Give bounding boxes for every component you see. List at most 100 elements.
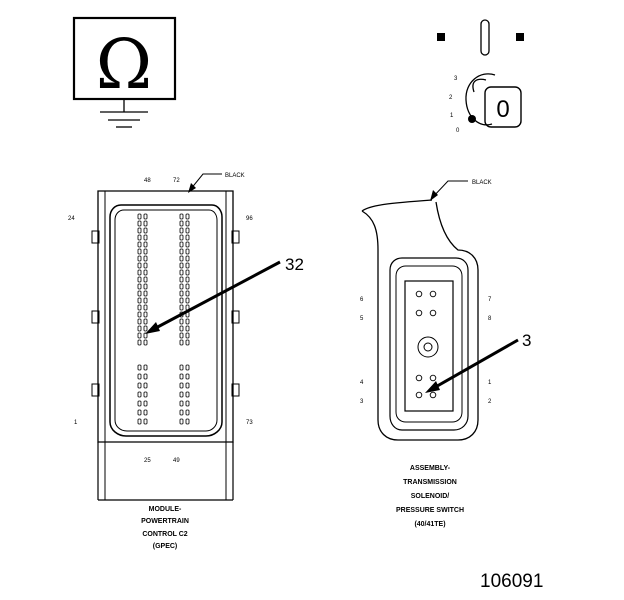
pin-cavity <box>179 213 184 220</box>
pin-cavity <box>185 234 190 241</box>
pcm-pin-96: 96 <box>246 216 253 222</box>
pin-cavity <box>143 418 148 425</box>
solenoid-caption-5: (40/41TE) <box>414 521 445 528</box>
pin-cavity <box>179 241 184 248</box>
pin-cavity <box>143 339 148 346</box>
pin-cavity <box>185 297 190 304</box>
solenoid-pin-5: 5 <box>360 316 364 322</box>
pin-cavity <box>429 391 437 399</box>
pin-cavity <box>179 227 184 234</box>
pin-cavity <box>179 220 184 227</box>
pcm-pin-49: 49 <box>173 458 180 464</box>
ignition-pos-0: 0 <box>456 128 460 134</box>
pin-cavity <box>179 283 184 290</box>
pin-cavity <box>143 276 148 283</box>
solenoid-pin-1: 1 <box>488 380 492 386</box>
pcm-pin-73: 73 <box>246 420 253 426</box>
pin-cavity <box>179 364 184 371</box>
solenoid-pin-2: 2 <box>488 399 492 405</box>
solenoid-pin-8: 8 <box>488 316 492 322</box>
solenoid-caption-3: SOLENOID/ <box>411 493 450 500</box>
solenoid-black-leader <box>430 180 468 201</box>
pin-cavity <box>179 248 184 255</box>
pin-cavity <box>179 269 184 276</box>
pin-cavity <box>143 325 148 332</box>
pcm-pin-48: 48 <box>144 178 151 184</box>
pin-cavity <box>185 339 190 346</box>
pin-cavity <box>429 309 437 317</box>
pin-cavity <box>179 318 184 325</box>
pin-cavity <box>185 290 190 297</box>
pin-cavity <box>143 391 148 398</box>
pin-cavity <box>143 234 148 241</box>
pin-cavity <box>143 255 148 262</box>
pin-cavity <box>137 318 142 325</box>
pin-cavity <box>429 290 437 298</box>
pin-cavity <box>137 304 142 311</box>
pin-cavity <box>179 409 184 416</box>
pin-cavity <box>179 373 184 380</box>
pin-cavity <box>179 382 184 389</box>
pin-cavity <box>143 382 148 389</box>
pin-cavity <box>185 283 190 290</box>
pin-cavity <box>137 325 142 332</box>
pin-cavity <box>179 391 184 398</box>
pin-cavity <box>179 297 184 304</box>
pin-cavity <box>137 213 142 220</box>
pin-cavity <box>415 290 423 298</box>
pin-cavity <box>143 409 148 416</box>
pin-cavity <box>185 332 190 339</box>
pin-cavity <box>137 418 142 425</box>
solenoid-connector <box>361 199 479 441</box>
solenoid-callout-label: 3 <box>522 331 531 350</box>
pin-cavity <box>143 318 148 325</box>
pin-cavity <box>179 332 184 339</box>
pin-cavity <box>185 373 190 380</box>
pin-cavity <box>185 325 190 332</box>
pin-cavity <box>179 325 184 332</box>
pin-cavity <box>185 318 190 325</box>
solenoid-caption-1: ASSEMBLY- <box>410 465 451 472</box>
solenoid-pin-6: 6 <box>360 297 364 303</box>
ignition-switch-icon: 3 2 1 0 0 <box>437 19 524 134</box>
solenoid-caption-2: TRANSMISSION <box>403 479 457 486</box>
pin-cavity <box>137 234 142 241</box>
pin-cavity <box>143 220 148 227</box>
solenoid-pin-array <box>415 290 437 399</box>
pcm-color-label: BLACK <box>225 173 245 179</box>
pcm-pin-72: 72 <box>173 178 180 184</box>
solenoid-pin-7: 7 <box>488 297 492 303</box>
pin-cavity <box>179 276 184 283</box>
pin-cavity <box>179 290 184 297</box>
pin-cavity <box>137 269 142 276</box>
pin-cavity <box>143 364 148 371</box>
pin-cavity <box>415 309 423 317</box>
ohm-glyph: Ω <box>96 26 152 105</box>
solenoid-pin-4: 4 <box>360 380 364 386</box>
ignition-pos-3: 3 <box>454 76 458 82</box>
pcm-caption-3: CONTROL C2 <box>142 531 187 538</box>
figure-number: 106091 <box>480 571 543 592</box>
pin-cavity <box>137 227 142 234</box>
pin-cavity <box>185 241 190 248</box>
pin-cavity <box>143 241 148 248</box>
pin-cavity <box>179 339 184 346</box>
ohmmeter-ground-icon: Ω <box>72 16 177 128</box>
pcm-caption-2: POWERTRAIN <box>141 518 189 525</box>
pin-cavity <box>137 339 142 346</box>
pin-cavity <box>185 276 190 283</box>
pin-cavity <box>143 311 148 318</box>
pin-cavity <box>179 262 184 269</box>
pin-cavity <box>143 290 148 297</box>
pin-cavity <box>137 391 142 398</box>
pin-cavity <box>143 297 148 304</box>
ignition-pos-2: 2 <box>449 95 453 101</box>
pin-cavity <box>137 311 142 318</box>
pin-cavity <box>185 220 190 227</box>
pin-cavity <box>137 382 142 389</box>
pin-cavity <box>179 255 184 262</box>
pin-cavity <box>137 241 142 248</box>
pcm-pin-array <box>137 213 190 425</box>
pcm-pin-1: 1 <box>74 420 78 426</box>
